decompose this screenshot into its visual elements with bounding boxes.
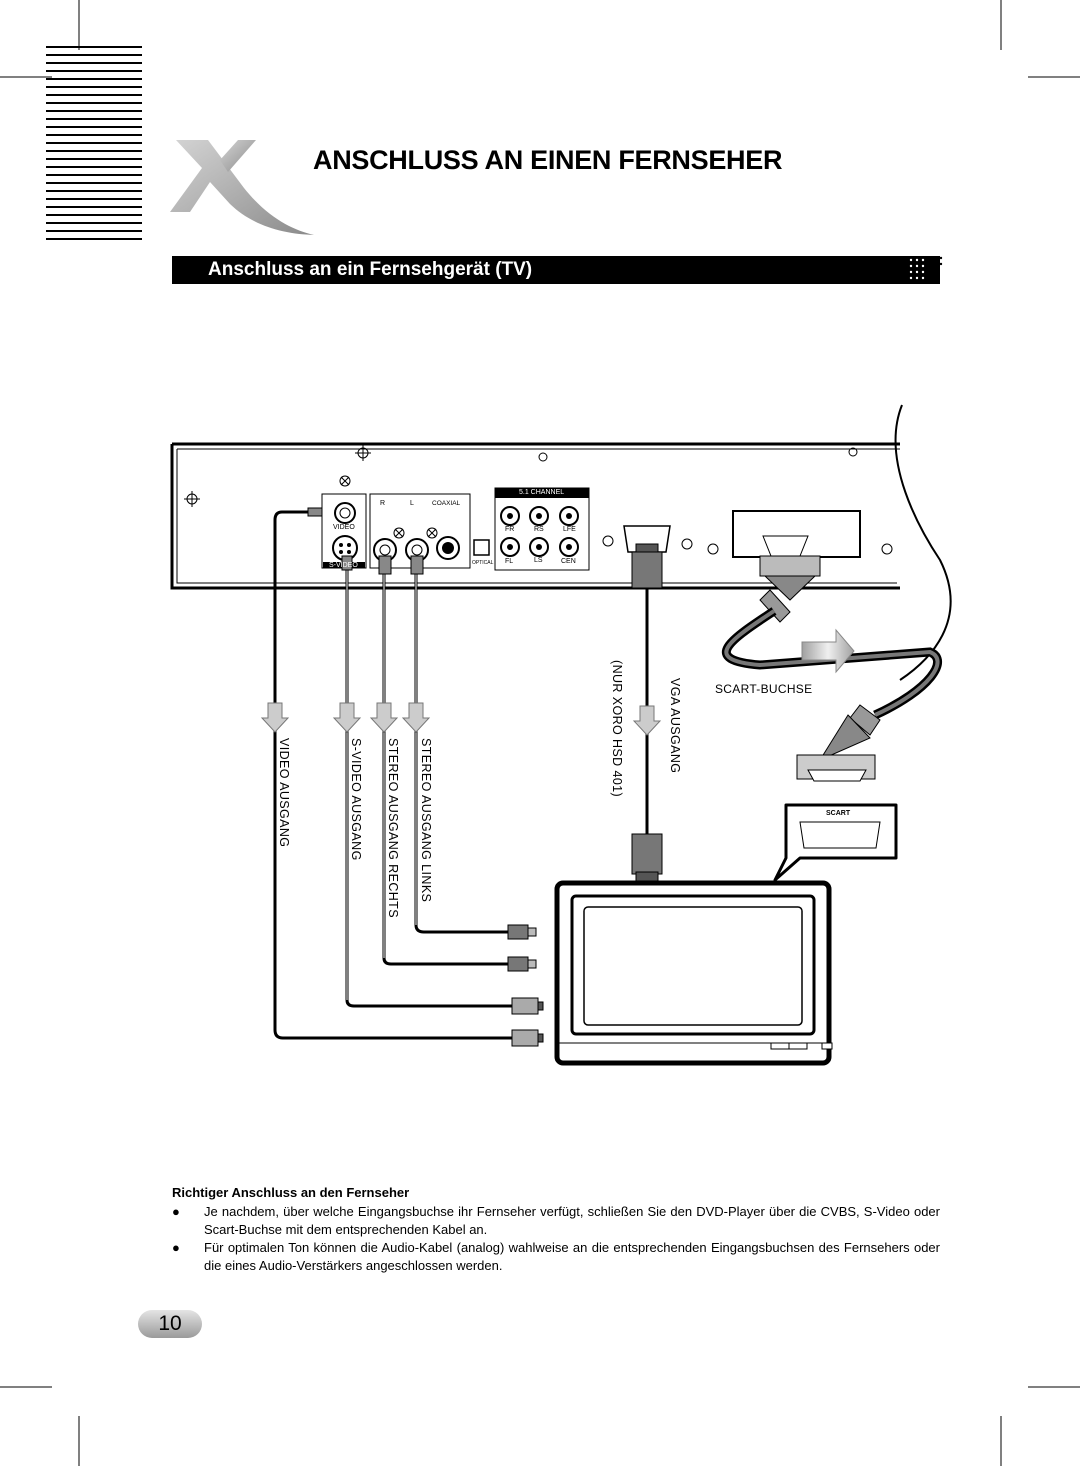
bullet-icon: ● [172,1240,180,1255]
ls-port-label: LS [534,557,543,564]
rs-port-label: RS [534,526,544,533]
video-out-label: VIDEO AUSGANG [277,738,291,848]
bullet-item: ● Für optimalen Ton können die Audio-Kab… [172,1239,940,1275]
video-port-label: VIDEO [333,524,355,531]
svideo-out-label: S-VIDEO AUSGANG [349,738,363,861]
coaxial-port-label: COAXIAL [432,500,461,507]
section-bar [172,256,940,284]
fr-port-label: FR [505,526,515,533]
cen-port-label: CEN [561,558,576,565]
stripe-decoration [46,46,142,240]
channel-label: 5.1 CHANNEL [519,489,565,496]
fl-port-label: FL [505,558,514,565]
stereo-right-label: STEREO AUSGANG RECHTS [386,738,400,918]
svideo-port-label: S-VIDEO [329,562,358,569]
bullet-text: Je nachdem, über welche Eingangsbuchse i… [204,1204,940,1237]
vga-note-label: (NUR XORO HSD 401) [610,660,624,798]
section-title: Anschluss an ein Fernsehgerät (TV) [208,259,533,280]
optical-port-label: OPTICAL [472,560,494,566]
page-title: ANSCHLUSS AN EINEN FERNSEHER [313,145,783,175]
scart-socket-label: SCART-BUCHSE [715,682,813,696]
lfe-port-label: LFE [563,526,576,533]
l-port-label: L [410,500,414,507]
subheading: Richtiger Anschluss an den Fernseher [172,1185,410,1200]
bullet-icon: ● [172,1204,180,1219]
vga-out-label: VGA AUSGANG [668,678,682,774]
section-bar-dots [909,256,943,284]
xoro-x-logo [170,140,314,235]
bullet-text: Für optimalen Ton können die Audio-Kabel… [204,1240,940,1273]
r-port-label: R [380,500,386,507]
bullet-item: ● Je nachdem, über welche Eingangsbuchse… [172,1203,940,1239]
stereo-left-label: STEREO AUSGANG LINKS [419,738,433,903]
scart-callout-label: SCART [826,810,851,817]
page-number: 10 [138,1310,202,1338]
